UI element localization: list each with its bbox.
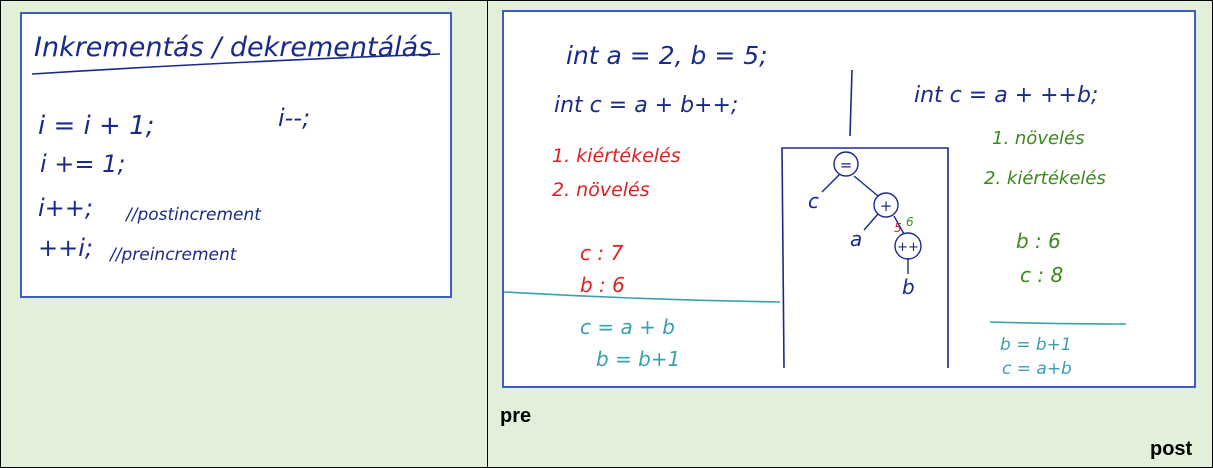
note-line-4: i++; <box>38 194 93 222</box>
post-label: post <box>1150 438 1193 460</box>
tree-a-label: a <box>850 227 862 251</box>
tree-c-label: c <box>808 189 819 213</box>
pre-rewrite-2: c = a+b <box>1002 359 1072 379</box>
center-divider <box>849 69 853 137</box>
tree-root-label: = <box>840 156 853 174</box>
right-note-drawing: int a = 2, b = 5; int c = a + b++; 1. ki… <box>503 41 1127 379</box>
tree-node-root <box>833 151 859 177</box>
pre-label: pre <box>500 405 532 427</box>
post-step1: 1. kiértékelés <box>552 145 681 167</box>
tree-node-inc <box>894 232 922 260</box>
post-expr: int c = a + b++; <box>554 93 738 118</box>
post-step2: 2. növelés <box>552 179 650 201</box>
note-line-2: i--; <box>278 104 310 132</box>
tree-node-plus <box>873 192 899 218</box>
note-line-1: i = i + 1; <box>38 111 154 141</box>
left-note-image: Inkrementás / dekrementálás i = i + 1; i… <box>20 12 452 298</box>
tree-b-label: b <box>902 275 915 299</box>
edge-root-c <box>821 173 841 193</box>
note-comment-pre: //preincrement <box>108 245 238 265</box>
tree-box <box>781 147 949 369</box>
tree-value-6: 6 <box>906 215 914 229</box>
title-underline <box>31 53 441 75</box>
post-c-value: c : 7 <box>580 241 623 265</box>
tree-plus-label: + <box>880 197 893 215</box>
post-divider <box>503 291 781 303</box>
right-note-image: int a = 2, b = 5; int c = a + b++; 1. ki… <box>502 10 1196 388</box>
pre-b-value: b : 6 <box>1016 229 1061 253</box>
pre-divider <box>989 321 1127 325</box>
tree-inc-label: ++ <box>897 240 919 255</box>
post-rewrite-1: c = a + b <box>580 315 675 339</box>
left-note-drawing: Inkrementás / dekrementálás i = i + 1; i… <box>31 32 441 265</box>
post-b-value: b : 6 <box>580 273 625 297</box>
pre-expr: int c = a + ++b; <box>914 83 1098 108</box>
pre-rewrite-1: b = b+1 <box>1000 335 1072 355</box>
pre-step1: 1. növelés <box>992 128 1085 149</box>
note-line-3: i += 1; <box>40 150 126 178</box>
tree-value-5: 5 <box>894 221 902 235</box>
note-title: Inkrementás / dekrementálás <box>34 32 432 63</box>
edge-root-plus <box>853 175 879 197</box>
note-comment-post: //postincrement <box>124 205 262 225</box>
edge-plus-inc <box>893 215 905 235</box>
post-rewrite-2: b = b+1 <box>596 347 680 371</box>
note-line-5: ++i; <box>38 234 93 262</box>
edge-plus-a <box>863 213 879 231</box>
pre-c-value: c : 8 <box>1020 263 1063 287</box>
pre-step2: 2. kiértékelés <box>984 168 1106 189</box>
decl-line: int a = 2, b = 5; <box>566 41 768 70</box>
